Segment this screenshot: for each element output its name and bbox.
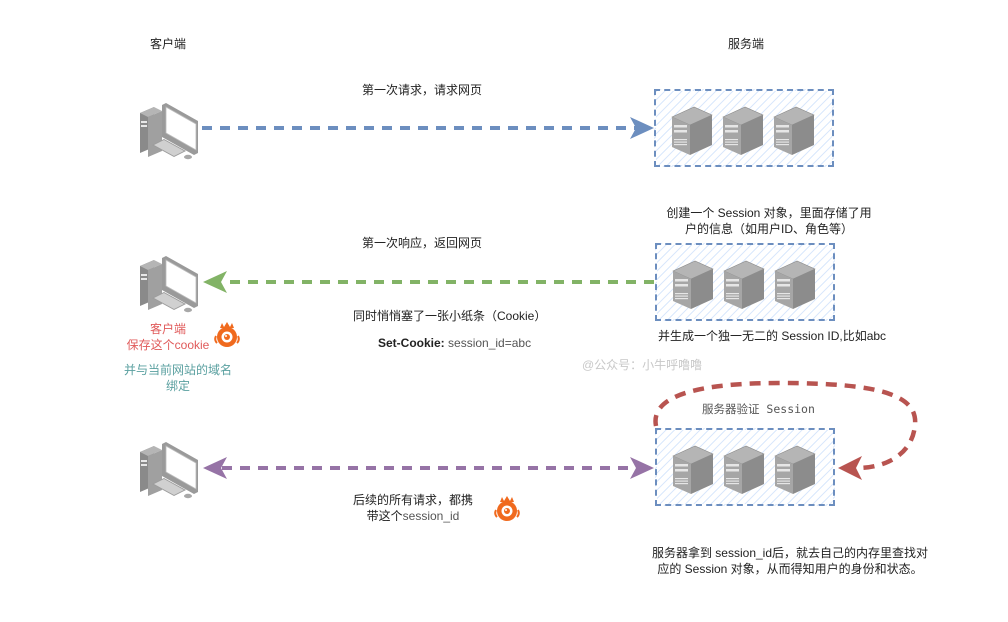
client-computer-2 bbox=[136, 248, 202, 319]
client-computer-1 bbox=[136, 95, 202, 166]
client-computer-3 bbox=[136, 434, 202, 505]
desktop-computer-icon bbox=[140, 103, 198, 160]
watermark: @公众号：小牛呼噜噜 bbox=[582, 358, 703, 372]
subsequent-requests-line-2: 带这个session_id bbox=[348, 508, 478, 524]
subsequent-requests-label: 后续的所有请求，都携 带这个session_id bbox=[348, 492, 478, 524]
server-lookup-line-2: 应的 Session 对象，从而得知用户的身份和状态。 bbox=[657, 562, 923, 576]
create-session-note-line-1: 创建一个 Session 对象，里面存储了用 bbox=[666, 206, 872, 220]
domain-binding-line-1: 并与当前网站的域名 bbox=[123, 363, 232, 377]
cookie-mascot-icon bbox=[214, 322, 240, 347]
subsequent-requests-arrow bbox=[203, 457, 654, 479]
client-save-cookie-note: 客户端 保存这个cookie bbox=[108, 321, 228, 353]
request-label: 第一次请求，请求网页 bbox=[362, 83, 483, 97]
cookie-note: 同时悄悄塞了一张小纸条（Cookie） bbox=[353, 309, 547, 323]
domain-binding-line-2: 绑定 bbox=[165, 379, 190, 393]
server-column-header: 服务端 bbox=[728, 37, 765, 51]
server-tower-icon bbox=[671, 106, 713, 155]
server-cluster-1 bbox=[654, 89, 834, 167]
client-column-header: 客户端 bbox=[150, 37, 187, 51]
set-cookie-header: Set-Cookie: session_id=abc bbox=[378, 335, 531, 351]
server-tower-icon bbox=[722, 106, 764, 155]
server-cluster-3 bbox=[655, 428, 835, 506]
server-tower-icon bbox=[774, 260, 816, 309]
desktop-computer-icon bbox=[140, 442, 198, 499]
verify-session-loop-arrow bbox=[653, 380, 918, 480]
server-tower-icon bbox=[723, 445, 765, 494]
client-save-cookie-line-1: 客户端 bbox=[149, 322, 186, 336]
desktop-computer-icon bbox=[140, 256, 198, 313]
response-label: 第一次响应，返回网页 bbox=[362, 236, 483, 250]
cookie-mascot-icon-1 bbox=[212, 320, 242, 355]
set-cookie-value: session_id=abc bbox=[444, 336, 532, 350]
cookie-mascot-icon-2 bbox=[492, 494, 522, 529]
response-arrow bbox=[203, 271, 654, 293]
session-id-token: session_id bbox=[402, 509, 460, 523]
subsequent-requests-line-1: 后续的所有请求，都携 bbox=[352, 493, 473, 507]
server-tower-icon bbox=[672, 445, 714, 494]
verify-session-text: 服务器验证 Session bbox=[702, 402, 815, 416]
verify-session-label: 服务器验证 Session bbox=[702, 401, 815, 417]
server-tower-icon bbox=[774, 445, 816, 494]
session-id-note: 并生成一个独一无二的 Session ID,比如abc bbox=[658, 329, 887, 343]
client-save-cookie-line-2: 保存这个cookie bbox=[126, 338, 210, 352]
create-session-note: 创建一个 Session 对象，里面存储了用 户的信息（如用户ID、角色等） bbox=[654, 205, 884, 237]
server-tower-icon bbox=[672, 260, 714, 309]
create-session-note-line-2: 户的信息（如用户ID、角色等） bbox=[684, 222, 853, 236]
server-tower-icon bbox=[723, 260, 765, 309]
server-lookup-line-1: 服务器拿到 session_id后，就去自己的内存里查找对 bbox=[651, 546, 929, 560]
domain-binding-note: 并与当前网站的域名 绑定 bbox=[108, 362, 248, 394]
server-lookup-note: 服务器拿到 session_id后，就去自己的内存里查找对 应的 Session… bbox=[640, 545, 940, 577]
subsequent-requests-prefix: 带这个 bbox=[366, 509, 403, 523]
set-cookie-key: Set-Cookie: bbox=[378, 336, 445, 350]
cookie-mascot-icon bbox=[494, 496, 520, 521]
request-arrow bbox=[202, 117, 654, 139]
server-tower-icon bbox=[773, 106, 815, 155]
server-cluster-2 bbox=[655, 243, 835, 321]
